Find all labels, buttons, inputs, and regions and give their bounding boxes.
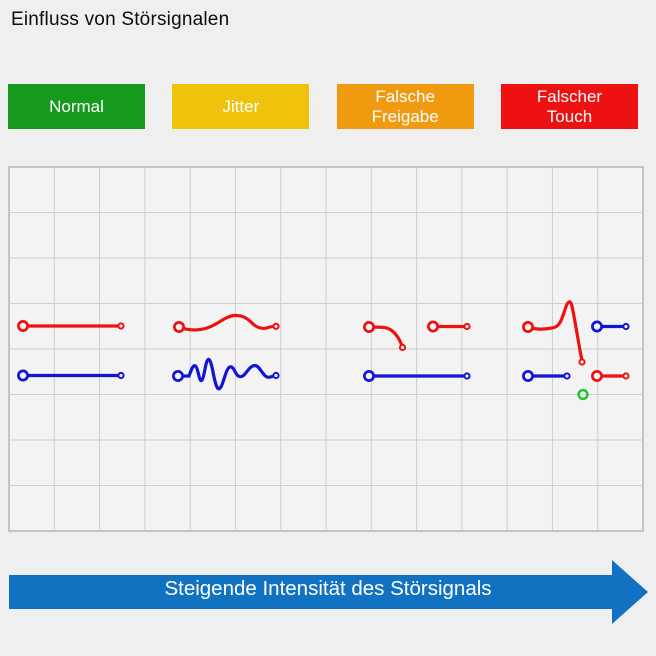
freigabe-touch-red-again-end-point xyxy=(463,322,471,331)
touch-false-blue-high-end-point xyxy=(622,322,630,331)
jitter-release-blue-end-point xyxy=(272,371,280,380)
touch-spike-red xyxy=(526,300,584,360)
jitter-release-blue-start-point xyxy=(172,370,184,382)
legend-label-falscher-touch: Falscher Touch xyxy=(536,86,603,126)
ghost-touch-marker xyxy=(577,388,589,401)
normal-touch-red-start-point xyxy=(17,320,29,332)
page-title: Einfluss von Störsignalen xyxy=(11,9,230,30)
legend-item-jitter: Jitter xyxy=(172,84,310,129)
intensity-arrow-label: Steigende Intensität des Störsignals xyxy=(164,577,492,600)
touch-false-red-low-start-point xyxy=(591,370,603,382)
freigabe-release-blue-start-point xyxy=(363,370,375,382)
freigabe-touch-red-again-start-point xyxy=(427,320,439,333)
freigabe-release-blue-end-point xyxy=(463,372,471,380)
legend-label-jitter: Jitter xyxy=(222,96,260,116)
jitter-touch-red-end-point xyxy=(272,322,280,330)
touch-false-blue-high-start-point xyxy=(591,320,603,333)
intensity-arrow xyxy=(9,560,648,624)
touch-release-blue-end-point xyxy=(563,372,571,380)
legend-item-falscher-touch: Falscher Touch xyxy=(500,84,638,129)
touch-false-red-low-end-point xyxy=(622,372,630,380)
normal-release-blue-start-point xyxy=(17,369,29,382)
touch-release-blue-start-point xyxy=(522,370,534,382)
touch-spike-red-end-point xyxy=(578,358,586,366)
freigabe-touch-red-drop-end-point xyxy=(398,343,407,352)
jitter-touch-red-start-point xyxy=(173,321,185,333)
normal-release-blue-end-point xyxy=(117,371,125,380)
legend-item-normal: Normal xyxy=(8,84,145,129)
legend-label-falsche-freigabe: Falsche Freigabe xyxy=(371,86,439,126)
jitter-release-blue xyxy=(176,357,278,391)
touch-spike-red-start-point xyxy=(522,321,534,333)
legend-item-falsche-freigabe: Falsche Freigabe xyxy=(336,84,474,129)
legend-label-normal: Normal xyxy=(49,96,104,116)
legend: Normal Jitter Falsche Freigabe Falscher … xyxy=(8,84,638,129)
freigabe-touch-red-drop-start-point xyxy=(363,321,375,333)
normal-touch-red-end-point xyxy=(117,322,125,330)
jitter-touch-red xyxy=(177,313,278,332)
freigabe-touch-red-drop xyxy=(367,325,404,348)
